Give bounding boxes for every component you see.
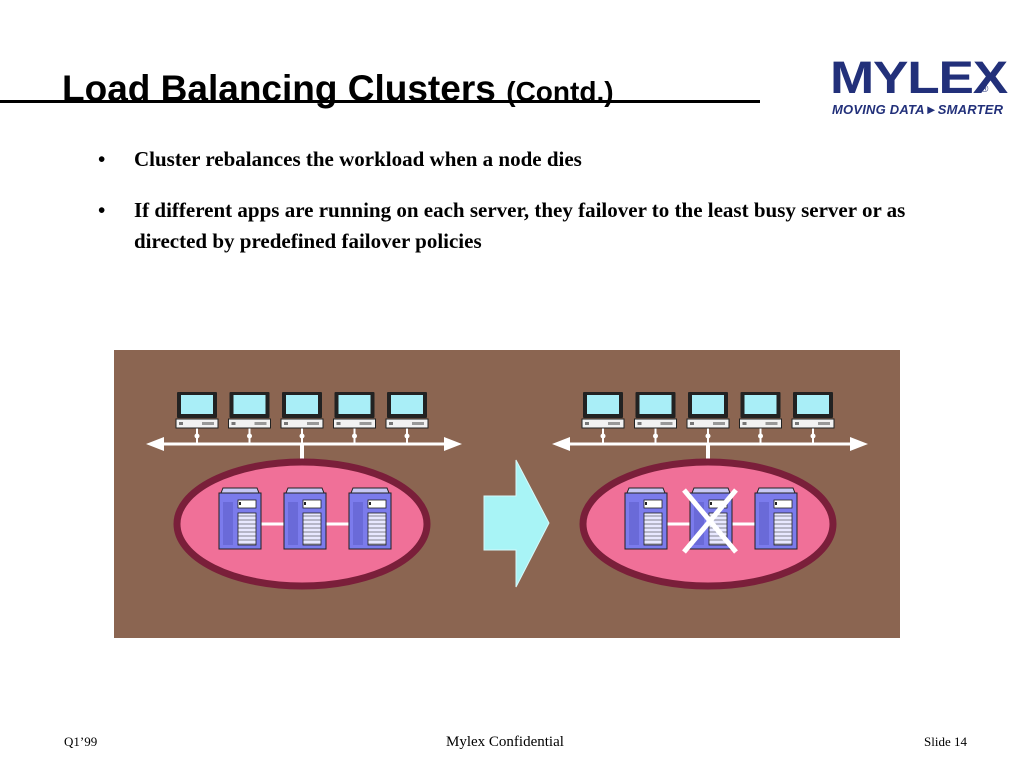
client-computer-icon xyxy=(739,392,782,429)
bullet-list: • Cluster rebalances the workload when a… xyxy=(98,144,958,277)
client-computer-icon xyxy=(581,392,625,429)
client-computer-icon xyxy=(333,392,376,429)
footer-slide-number: Slide 14 xyxy=(924,734,967,749)
server-icon xyxy=(218,487,262,550)
server-icon xyxy=(348,487,392,550)
bullet-dot: • xyxy=(98,147,106,171)
bus-arrow-left xyxy=(552,437,570,451)
cluster-failover-diagram xyxy=(114,350,900,638)
mylex-logo: MYLEX ® MOVING DATA►SMARTER xyxy=(830,55,1008,122)
server-icon xyxy=(754,487,798,550)
bullet-text: Cluster rebalances the workload when a n… xyxy=(134,147,582,171)
cluster-before xyxy=(146,392,462,590)
logo-registered-mark: ® xyxy=(981,84,989,95)
transition-arrow xyxy=(483,459,550,588)
client-computer-icon xyxy=(686,392,730,429)
title-underline xyxy=(0,100,760,103)
server-icon xyxy=(283,487,327,550)
bullet-text: If different apps are running on each se… xyxy=(134,198,906,253)
footer-confidential: Mylex Confidential xyxy=(446,734,564,750)
client-computer-icon xyxy=(175,392,219,429)
cluster-after xyxy=(552,392,868,590)
client-computer-icon xyxy=(791,392,835,429)
failure-x-mark xyxy=(682,488,738,554)
bullet-item: • If different apps are running on each … xyxy=(98,195,958,257)
slide-title: Load Balancing Clusters (Contd.) xyxy=(62,68,614,110)
bus-arrow-right xyxy=(444,437,462,451)
server-icon xyxy=(624,487,668,550)
footer-date: Q1’99 xyxy=(64,734,98,749)
client-computer-icon xyxy=(634,392,677,429)
logo-wordmark: MYLEX xyxy=(830,52,1008,103)
logo-tagline: MOVING DATA►SMARTER xyxy=(832,102,1004,117)
client-computer-icon xyxy=(228,392,271,429)
network-bus xyxy=(146,428,462,462)
bus-arrow-right xyxy=(850,437,868,451)
client-computer-icon xyxy=(385,392,429,429)
client-computer-icon xyxy=(280,392,324,429)
bus-arrow-left xyxy=(146,437,164,451)
bullet-item: • Cluster rebalances the workload when a… xyxy=(98,144,958,175)
bullet-dot: • xyxy=(98,198,106,222)
